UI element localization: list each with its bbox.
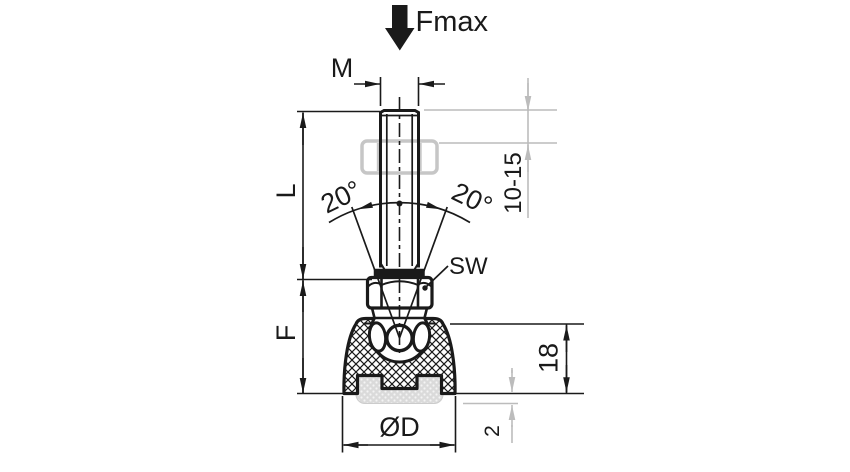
sw-leader-dot [422,285,428,291]
dim-range-10-15 [424,78,557,218]
wrench-size-label: SW [449,253,488,280]
fmax-force-arrow [385,5,415,51]
dim-height-18 [450,323,584,395]
pad-label: 2 [481,425,504,437]
dim-length-l [297,110,380,394]
tilt-arc [328,201,471,224]
foot-height-label: F [271,325,301,342]
tilt-left-label: 20° [316,175,366,220]
sw-leader-line [425,265,449,288]
dim-thread-m [354,77,445,106]
thread-size-label: M [331,53,354,83]
stud-length-label: L [271,183,301,198]
base-height-label: 18 [534,343,564,373]
base-diameter-label: ØD [379,412,420,442]
dim-pad-2 [463,368,518,443]
dim-diameter-od [341,396,457,453]
tilt-pivot-dot [396,200,403,207]
tilt-fan-lines [351,206,448,339]
sw-leader [422,265,449,291]
fmax-label: Fmax [416,6,489,38]
ext-lines [379,77,420,106]
dim-foot-f [297,281,345,395]
range-label: 10-15 [500,152,527,213]
ext-lines [341,396,457,453]
